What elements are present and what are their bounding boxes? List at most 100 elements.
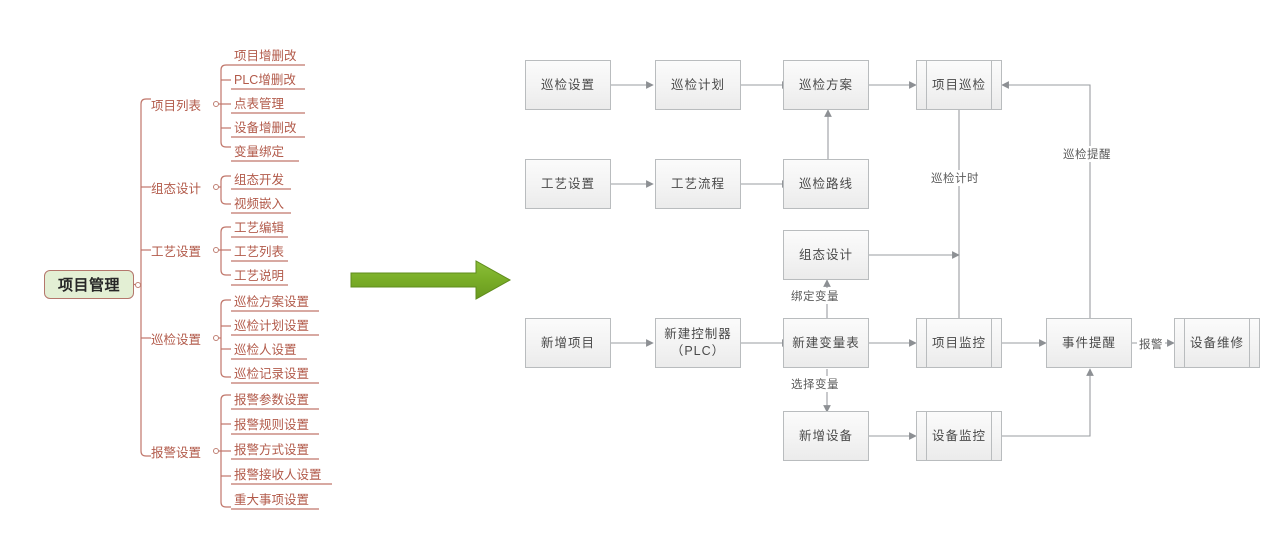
mindmap-leaf[interactable]: 组态开发 [234, 169, 284, 188]
flowchart-connectors [611, 81, 1175, 440]
mindmap-branch-label: 巡检设置 [151, 332, 202, 347]
mindmap-leaf[interactable]: 工艺列表 [234, 241, 284, 260]
mindmap-branch-0-dot[interactable] [213, 101, 219, 107]
flow-node-xunjian-shezhi[interactable]: 巡检设置 [525, 60, 611, 110]
flow-edge-label-text: 绑定变量 [791, 291, 839, 303]
mindmap-leaf[interactable]: 工艺编辑 [234, 217, 284, 236]
mindmap-leaf-label: 报警规则设置 [234, 418, 310, 432]
flow-edge-label-text: 报警 [1139, 339, 1163, 351]
green-right-arrow [348, 255, 513, 305]
flow-node-label: 项目监控 [931, 335, 986, 350]
mindmap-leaf[interactable]: 工艺说明 [234, 265, 284, 284]
flow-edge-label-bangding-bianliang: 绑定变量 [789, 288, 841, 304]
mindmap-branch-3[interactable]: 巡检设置 [151, 329, 201, 347]
mindmap-leaf-label: 报警方式设置 [234, 443, 310, 457]
mindmap-leaf-label: 工艺编辑 [234, 221, 285, 235]
mindmap-branch-3-dot[interactable] [213, 335, 219, 341]
mindmap-branch-label: 组态设计 [151, 181, 202, 196]
flow-node-label: 新增项目 [540, 335, 595, 350]
flow-node-label: 新建变量表 [792, 335, 860, 350]
mindmap-leaf[interactable]: 巡检方案设置 [234, 291, 309, 310]
flow-node-gongyi-shezhi[interactable]: 工艺设置 [525, 159, 611, 209]
mindmap-panel: 项目管理 项目列表 组态设计 工艺设置 巡检设置 报警设置 项目增删改 PLC增… [0, 0, 340, 559]
flow-node-shebei-jiankong[interactable]: 设备监控 [916, 411, 1002, 461]
flow-edge-label-text: 巡检提醒 [1063, 149, 1111, 161]
mindmap-leaf-label: 巡检方案设置 [234, 295, 310, 309]
flow-node-xinjian-kongzhiqi[interactable]: 新建控制器 （PLC） [655, 318, 741, 368]
flow-node-label: 设备维修 [1189, 335, 1244, 350]
flow-node-xunjian-fangan[interactable]: 巡检方案 [783, 60, 869, 110]
mindmap-branch-2-dot[interactable] [213, 247, 219, 253]
flow-node-shijian-tixing[interactable]: 事件提醒 [1046, 318, 1132, 368]
mindmap-branch-label: 工艺设置 [151, 244, 202, 259]
flow-node-label: 巡检计划 [670, 77, 725, 92]
mindmap-root-label: 项目管理 [57, 277, 120, 294]
mindmap-leaf-label: 项目增删改 [234, 49, 297, 63]
flow-node-xunjian-jihua[interactable]: 巡检计划 [655, 60, 741, 110]
mindmap-leaf[interactable]: 视频嵌入 [234, 193, 284, 212]
mindmap-leaf-label: 视频嵌入 [234, 197, 285, 211]
mindmap-leaf-label: 重大事项设置 [234, 493, 310, 507]
mindmap-leaf[interactable]: 重大事项设置 [234, 489, 309, 508]
mindmap-leaf[interactable]: 巡检计划设置 [234, 315, 309, 334]
mindmap-leaf-label: 工艺列表 [234, 245, 285, 259]
mindmap-leaf[interactable]: 巡检记录设置 [234, 363, 309, 382]
flow-node-label: 工艺流程 [670, 176, 725, 191]
flow-node-label: 组态设计 [798, 247, 853, 262]
flow-node-xiangmu-xunjian[interactable]: 项目巡检 [916, 60, 1002, 110]
flow-edge-label-xuanze-bianliang: 选择变量 [789, 376, 841, 392]
mindmap-branch-2[interactable]: 工艺设置 [151, 241, 201, 259]
flow-edge-label-text: 选择变量 [791, 379, 839, 391]
mindmap-branch-4-dot[interactable] [213, 448, 219, 454]
mindmap-branch-label: 报警设置 [151, 445, 202, 460]
flow-node-label: 工艺设置 [540, 176, 595, 191]
mindmap-branch-1[interactable]: 组态设计 [151, 178, 201, 196]
mindmap-leaf[interactable]: 报警规则设置 [234, 414, 309, 433]
flow-node-label: 设备监控 [931, 428, 986, 443]
flow-node-label: 新建控制器 （PLC） [664, 327, 732, 358]
flow-node-label: 项目巡检 [931, 77, 986, 92]
flow-node-xinzeng-xiangmu[interactable]: 新增项目 [525, 318, 611, 368]
mindmap-leaf[interactable]: 项目增删改 [234, 45, 297, 64]
mindmap-leaf-label: 巡检计划设置 [234, 319, 310, 333]
mindmap-leaf-label: 变量绑定 [234, 145, 285, 159]
flow-edge-label-baojing: 报警 [1137, 336, 1165, 352]
flow-node-shebei-weixiu[interactable]: 设备维修 [1174, 318, 1260, 368]
mindmap-leaf-label: 报警参数设置 [234, 393, 310, 407]
flow-node-gongyi-liucheng[interactable]: 工艺流程 [655, 159, 741, 209]
mindmap-branch-1-dot[interactable] [213, 184, 219, 190]
mindmap-root[interactable]: 项目管理 [44, 270, 134, 299]
mindmap-leaf[interactable]: 报警方式设置 [234, 439, 309, 458]
mindmap-leaf[interactable]: PLC增删改 [234, 69, 296, 88]
mindmap-leaf[interactable]: 设备增删改 [234, 117, 297, 136]
mindmap-leaf[interactable]: 点表管理 [234, 93, 284, 112]
flow-node-label: 巡检方案 [798, 77, 853, 92]
mindmap-leaf-label: 点表管理 [234, 97, 285, 111]
mindmap-leaf[interactable]: 变量绑定 [234, 141, 284, 160]
mindmap-root-collapse-dot[interactable] [135, 281, 141, 288]
mindmap-branch-label: 项目列表 [151, 98, 202, 113]
mindmap-leaf-label: 巡检记录设置 [234, 367, 310, 381]
flowchart-panel: 巡检设置 巡检计划 巡检方案 项目巡检 工艺设置 工艺流程 巡检路线 组态设计 … [500, 0, 1272, 559]
flow-edge-label-xunjian-jishi: 巡检计时 [929, 170, 981, 186]
flow-node-label: 新增设备 [798, 428, 853, 443]
flow-edge-label-xunjian-tixing: 巡检提醒 [1061, 146, 1113, 162]
flow-node-xinjian-bianliangbiao[interactable]: 新建变量表 [783, 318, 869, 368]
mindmap-leaf[interactable]: 报警参数设置 [234, 389, 309, 408]
mindmap-branch-4[interactable]: 报警设置 [151, 442, 201, 460]
mindmap-leaf-label: PLC增删改 [234, 73, 296, 87]
mindmap-leaf[interactable]: 巡检人设置 [234, 339, 297, 358]
flow-node-label: 巡检路线 [798, 176, 853, 191]
flow-node-xinzeng-shebei[interactable]: 新增设备 [783, 411, 869, 461]
mindmap-branch-0[interactable]: 项目列表 [151, 95, 201, 113]
flow-node-label: 事件提醒 [1061, 335, 1116, 350]
flow-node-xunjian-luxian[interactable]: 巡检路线 [783, 159, 869, 209]
mindmap-leaf-label: 设备增删改 [234, 121, 297, 135]
mindmap-leaf[interactable]: 报警接收人设置 [234, 464, 322, 483]
flow-node-xiangmu-jiankong[interactable]: 项目监控 [916, 318, 1002, 368]
mindmap-leaf-label: 报警接收人设置 [234, 468, 322, 482]
flow-node-zutai-sheji[interactable]: 组态设计 [783, 230, 869, 280]
mindmap-leaf-label: 组态开发 [234, 173, 285, 187]
mindmap-leaf-label: 工艺说明 [234, 269, 285, 283]
